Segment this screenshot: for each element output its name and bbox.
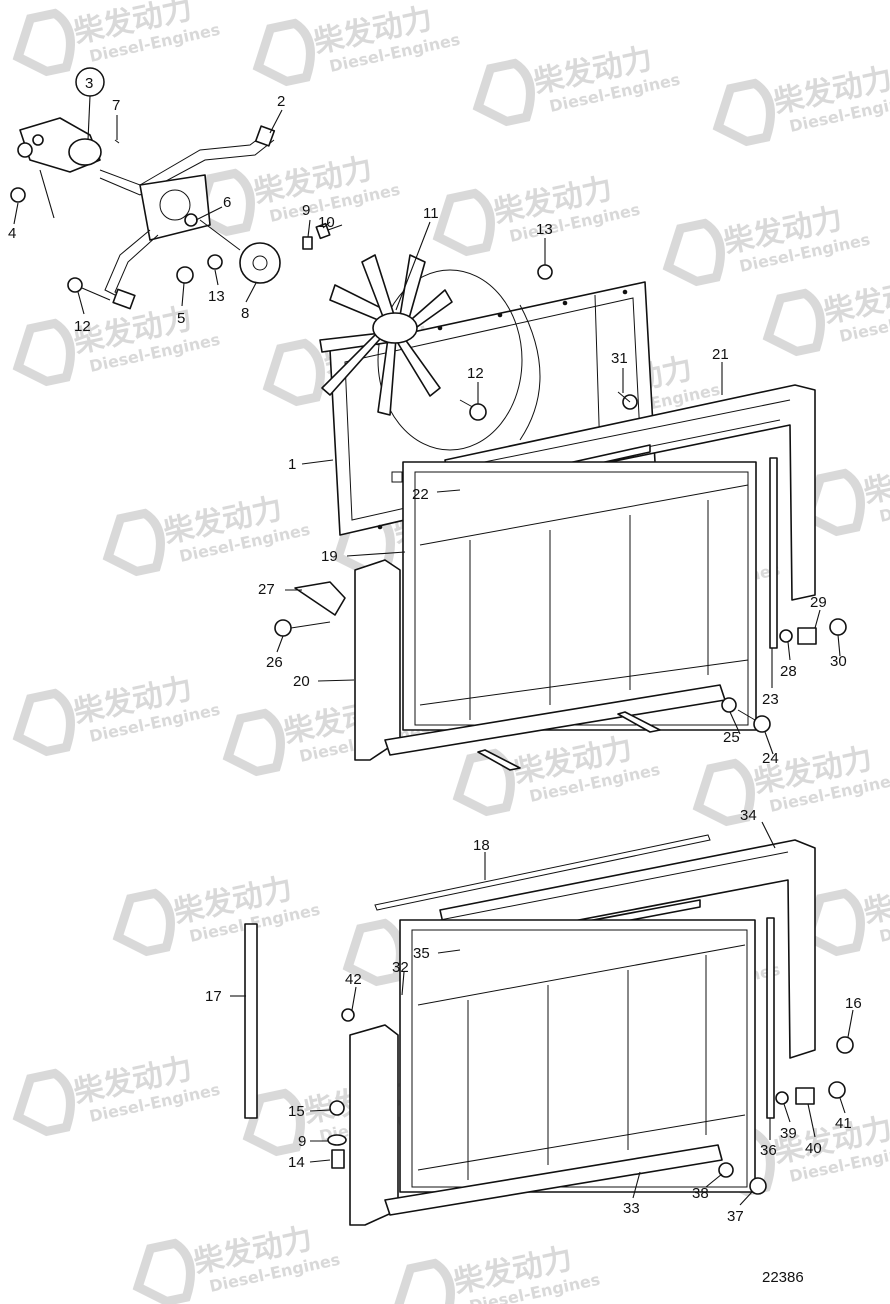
label-28: 28: [780, 663, 797, 680]
label-39: 39: [780, 1125, 797, 1142]
label-31: 31: [611, 350, 628, 367]
label-17: 17: [205, 988, 222, 1005]
label-13: 13: [208, 288, 225, 305]
label-40: 40: [805, 1140, 822, 1157]
label-27: 27: [258, 581, 275, 598]
fan: [319, 254, 523, 451]
label-9: 9: [302, 202, 310, 219]
label-35: 35: [413, 945, 430, 962]
label-38: 38: [692, 1185, 709, 1202]
label-4: 4: [8, 225, 16, 242]
label-2: 2: [277, 93, 285, 110]
label-20: 20: [293, 673, 310, 690]
radiator-top: [274, 384, 847, 771]
label-7: 7: [112, 97, 120, 114]
watermark-brand-cn: 柴发动力: [861, 871, 890, 930]
part-labels: 3 7 2 4 6 5 12 13 8 9 10 11 13 12 31 21 …: [8, 75, 862, 1286]
callout-circle-3: [75, 67, 105, 97]
label-41: 41: [835, 1115, 852, 1132]
pump-assembly: [10, 117, 553, 310]
label-12b: 12: [467, 365, 484, 382]
label-30: 30: [830, 653, 847, 670]
label-16: 16: [845, 995, 862, 1012]
label-32: 32: [392, 959, 409, 976]
label-14: 14: [288, 1154, 305, 1171]
figure-number: 22386: [762, 1269, 804, 1286]
label-8: 8: [241, 305, 249, 322]
watermark-brand-cn: 柴发动力: [861, 451, 890, 510]
label-11: 11: [423, 205, 439, 222]
label-22: 22: [412, 486, 429, 503]
label-6: 6: [223, 194, 231, 211]
label-34: 34: [740, 807, 757, 824]
label-29: 29: [810, 594, 827, 611]
label-10: 10: [318, 214, 335, 231]
label-36: 36: [760, 1142, 777, 1159]
label-42: 42: [345, 971, 362, 988]
label-12: 12: [74, 318, 91, 335]
radiator-bottom: [244, 834, 854, 1226]
label-37: 37: [727, 1208, 744, 1225]
label-15: 15: [288, 1103, 305, 1120]
label-24: 24: [762, 750, 779, 767]
label-1: 1: [288, 456, 296, 473]
label-3: 3: [85, 75, 93, 92]
label-25: 25: [723, 729, 740, 746]
label-23: 23: [762, 691, 779, 708]
label-21: 21: [712, 346, 729, 363]
label-18: 18: [473, 837, 490, 854]
leader-lines: [13, 95, 854, 1206]
label-5: 5: [177, 310, 185, 327]
label-19: 19: [321, 548, 338, 565]
label-9b: 9: [298, 1133, 306, 1150]
label-33: 33: [623, 1200, 640, 1217]
label-26: 26: [266, 654, 283, 671]
label-13b: 13: [536, 221, 553, 238]
